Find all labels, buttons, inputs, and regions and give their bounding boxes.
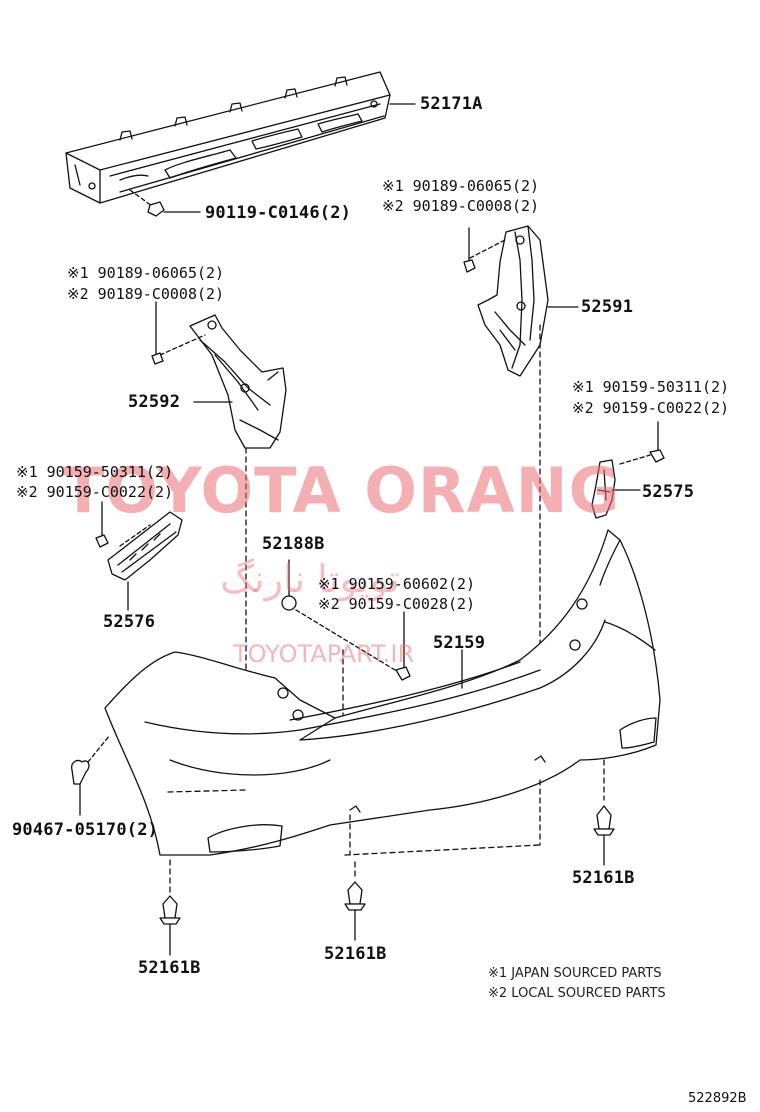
watermark-brand: TOYOTA ORANG	[62, 454, 621, 527]
label-reinforcement-bolt: 90119-C0146(2)	[205, 203, 352, 223]
clips	[71, 734, 615, 956]
label-side-support-left-screw-2: ※2 90159-C0022(2)	[16, 483, 174, 501]
label-retainer-left: 52592	[128, 392, 181, 412]
note-japan-sourced: ※1 JAPAN SOURCED PARTS	[488, 966, 662, 981]
label-clip-center: 52161B	[324, 944, 387, 964]
retainer-left	[151, 301, 287, 791]
label-side-support-right-screw-1: ※1 90159-50311(2)	[572, 378, 730, 396]
label-retainer-right: 52591	[581, 297, 634, 317]
label-side-support-left: 52576	[103, 612, 156, 632]
label-bumper-cover: 52159	[433, 633, 486, 653]
diagram-code: 522892B	[688, 1091, 747, 1106]
label-reinforcement: 52171A	[420, 94, 483, 114]
label-retainer-left-nut-2: ※2 90189-C0008(2)	[67, 285, 225, 303]
label-side-support-right-screw-2: ※2 90159-C0022(2)	[572, 399, 730, 417]
label-side-support-left-screw-1: ※1 90159-50311(2)	[16, 463, 174, 481]
label-nut-center: 52188B	[262, 534, 325, 554]
bumper-cover	[104, 529, 661, 856]
retainer-right	[463, 225, 579, 377]
side-support-left	[95, 501, 183, 611]
watermark-persian: تویوتا نارنگ	[220, 557, 400, 601]
watermark-url: TOYOTAPART.IR	[233, 640, 415, 668]
label-retainer-right-nut-1: ※1 90189-06065(2)	[382, 177, 540, 195]
label-retainer-left-nut-1: ※1 90189-06065(2)	[67, 264, 225, 282]
label-retainer-right-nut-2: ※2 90189-C0008(2)	[382, 197, 540, 215]
label-center-screw-1: ※1 90159-60602(2)	[318, 575, 476, 593]
note-local-sourced: ※2 LOCAL SOURCED PARTS	[488, 986, 666, 1001]
label-clip-left: 52161B	[138, 958, 201, 978]
label-clip-right: 52161B	[572, 868, 635, 888]
nut-and-screw-center	[281, 559, 411, 721]
bumper-reinforcement	[65, 71, 416, 204]
label-center-screw-2: ※2 90159-C0028(2)	[318, 595, 476, 613]
reinforcement-bolt	[129, 189, 201, 217]
label-side-support-right: 52575	[642, 482, 695, 502]
label-clip-side: 90467-05170(2)	[12, 820, 159, 840]
